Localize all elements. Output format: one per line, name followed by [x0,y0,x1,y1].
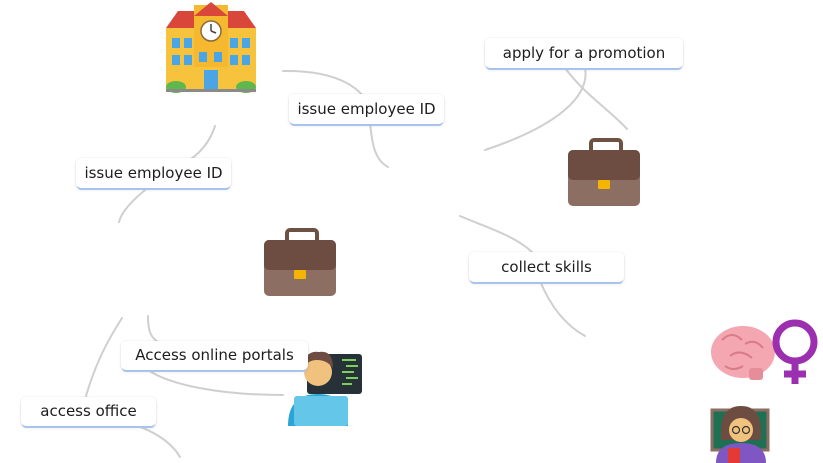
connector [85,317,123,397]
brain-icon [711,326,775,380]
briefcase-icon [264,228,336,296]
connector [369,121,389,168]
node-collect-skills[interactable]: collect skills [469,252,624,282]
node-issue-employee-id[interactable]: issue employee ID [289,94,444,124]
node-access-office[interactable]: access office [21,397,156,426]
node-apply-for-promotion[interactable]: apply for a promotion [485,38,683,68]
connector [147,369,284,396]
briefcase-icon [568,138,640,206]
connector [484,67,587,151]
teacher-icon [710,406,770,463]
technologist-icon [288,351,362,426]
node-issue-employee-id[interactable]: issue employee ID [76,158,231,188]
connector [564,67,628,130]
connector [147,315,161,344]
connector [459,215,534,254]
connector [134,424,181,458]
connector [118,185,151,223]
node-access-online-portals[interactable]: Access online portals [121,341,308,370]
connector [539,280,586,337]
school-building-icon [166,2,256,93]
female-sign-icon [772,319,818,384]
